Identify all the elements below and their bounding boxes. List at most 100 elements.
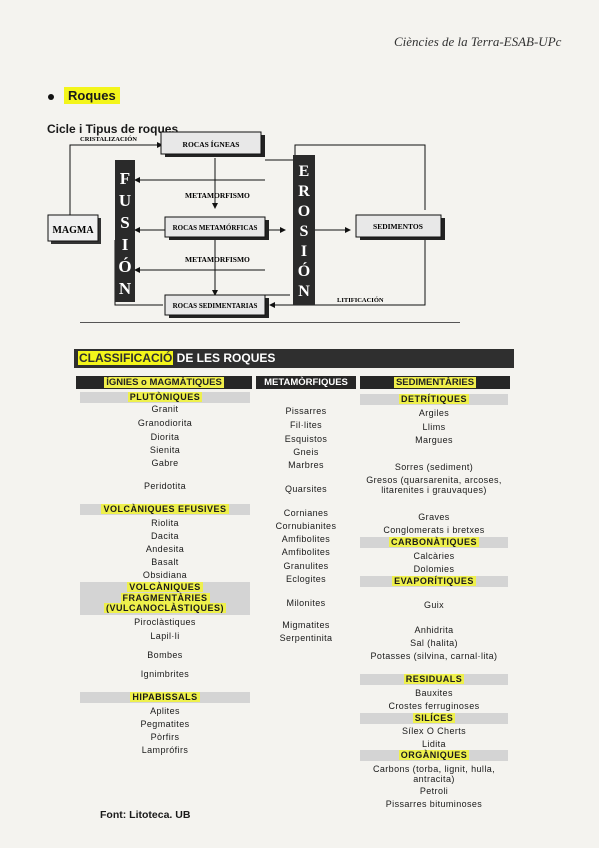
rocas-metamorficas-label: ROCAS METAMÓRFICAS bbox=[173, 224, 258, 232]
list-item: Carbons (torba, lignit, hulla, antracita… bbox=[372, 764, 496, 784]
list-item: Amfibolites bbox=[281, 547, 331, 557]
list-item: Andesita bbox=[145, 544, 185, 554]
list-item: Esquistos bbox=[284, 434, 328, 444]
evaporitiques-header: EVAPORÍTIQUES bbox=[360, 576, 508, 587]
magma-label: MAGMA bbox=[52, 225, 94, 236]
sedimentos-label: SEDIMENTOS bbox=[373, 222, 423, 231]
svg-text:I: I bbox=[122, 235, 129, 254]
classification-title: CLASSIFICACIÓ DE LES ROQUES bbox=[74, 349, 514, 368]
litificacion-label: LITIFICACIÓN bbox=[337, 296, 384, 304]
detritiques-header: DETRÍTIQUES bbox=[360, 394, 508, 405]
rocas-sedimentarias-box: ROCAS SEDIMENTARIAS bbox=[164, 294, 269, 318]
list-item: Pissarres bbox=[285, 406, 327, 416]
magma-box: MAGMA bbox=[47, 214, 101, 244]
organiques-header: ORGÀNIQUES bbox=[360, 750, 508, 761]
list-item: Dolomies bbox=[413, 564, 455, 574]
col-meta-header: METAMÒRFIQUES bbox=[256, 376, 356, 389]
fusion-bar: F U S I Ó N bbox=[115, 160, 135, 302]
sedimentos-box: SEDIMENTOS bbox=[355, 214, 445, 240]
list-item: Gabre bbox=[151, 458, 179, 468]
list-item: Quarsites bbox=[284, 484, 328, 494]
list-item: Granodiorita bbox=[137, 418, 193, 428]
metamorfismo-label-1: METAMORFISMO bbox=[185, 191, 250, 200]
list-item: Sienita bbox=[149, 445, 181, 455]
list-item: Piroclàstiques bbox=[134, 617, 196, 627]
svg-text:F: F bbox=[120, 169, 130, 188]
volcaniques-header: VOLCÀNIQUES EFUSIVES bbox=[80, 504, 250, 515]
list-item: Anhidrita bbox=[414, 625, 454, 635]
carbonatiques-header: CARBONÀTIQUES bbox=[360, 537, 508, 548]
list-item: Eclogites bbox=[285, 574, 327, 584]
list-item: Granit bbox=[151, 404, 179, 414]
source-footer: Font: Litoteca. UB bbox=[100, 809, 191, 821]
list-item: Marbres bbox=[288, 460, 324, 470]
svg-text:U: U bbox=[119, 191, 131, 210]
list-item: Dacita bbox=[151, 531, 179, 541]
list-item: Crostes ferruginoses bbox=[388, 701, 480, 711]
list-item: Riolita bbox=[151, 518, 179, 528]
rocas-sedimentarias-label: ROCAS SEDIMENTARIAS bbox=[173, 302, 258, 310]
list-item: Gresos (quarsarenita, arcoses, litarenit… bbox=[366, 475, 502, 495]
list-item: Lamprófirs bbox=[141, 745, 189, 755]
list-item: Graves bbox=[418, 512, 450, 522]
list-item: Serpentinita bbox=[279, 633, 333, 643]
erosion-bar: E R O S I Ó N bbox=[293, 155, 315, 305]
bullet-icon bbox=[48, 93, 54, 100]
list-item: Basalt bbox=[151, 557, 179, 567]
fragmentaries-header: VOLCÀNIQUES FRAGMENTÀRIES (VULCANOCLÀSTI… bbox=[80, 582, 250, 615]
hipabissals-header: HIPABISSALS bbox=[80, 692, 250, 703]
list-item: Peridotita bbox=[143, 481, 187, 491]
list-item: Sílex O Cherts bbox=[401, 726, 467, 736]
list-item: Llims bbox=[422, 422, 446, 432]
page-header: Ciències de la Terra-ESAB-UPc bbox=[394, 34, 562, 49]
list-item: Pissarres bituminoses bbox=[385, 799, 483, 809]
svg-text:I: I bbox=[301, 243, 307, 260]
list-item: Gneis bbox=[293, 447, 319, 457]
list-item: Lapil·li bbox=[150, 631, 180, 641]
list-item: Amfibolites bbox=[281, 534, 331, 544]
list-item: Diorita bbox=[150, 432, 180, 442]
list-item: Ignimbrites bbox=[140, 669, 190, 679]
list-item: Argiles bbox=[418, 408, 450, 418]
divider bbox=[80, 322, 460, 323]
list-item: Bombes bbox=[147, 650, 183, 660]
silices-header: SILÍCES bbox=[360, 713, 508, 724]
plutoniques-header: PLUTÒNIQUES bbox=[80, 392, 250, 403]
cristalizacion-label: CRISTALIZACIÓN bbox=[80, 135, 137, 143]
section-title: Roques bbox=[64, 87, 120, 104]
list-item: Sal (halita) bbox=[410, 638, 458, 648]
svg-text:O: O bbox=[298, 203, 310, 220]
list-item: Pegmatites bbox=[140, 719, 190, 729]
rocas-igneas-box: ROCAS ÍGNEAS bbox=[160, 131, 265, 157]
list-item: Migmatites bbox=[282, 620, 330, 630]
svg-text:Ó: Ó bbox=[298, 261, 310, 280]
rock-cycle-diagram: ROCAS ÍGNEAS ROCAS METAMÓRFICAS ROCAS SE… bbox=[47, 131, 445, 318]
svg-text:S: S bbox=[300, 223, 309, 240]
list-item: Potasses (silvina, carnal·lita) bbox=[370, 651, 498, 661]
svg-text:E: E bbox=[299, 163, 310, 180]
list-item: Fil·lites bbox=[289, 420, 323, 430]
col-sed-header: SEDIMENTÀRIES bbox=[360, 376, 510, 389]
list-item: Guix bbox=[423, 600, 445, 610]
list-item: Conglomerats i bretxes bbox=[383, 525, 485, 535]
list-item: Lidita bbox=[422, 739, 446, 749]
svg-text:N: N bbox=[119, 279, 132, 298]
list-item: Granulites bbox=[283, 561, 329, 571]
svg-text:N: N bbox=[298, 283, 310, 300]
svg-text:Ó: Ó bbox=[118, 257, 131, 276]
list-item: Milonites bbox=[286, 598, 326, 608]
rocas-metamorficas-box: ROCAS METAMÓRFICAS bbox=[164, 216, 269, 240]
section-bullet: Roques bbox=[48, 87, 120, 104]
list-item: Pòrfirs bbox=[150, 732, 180, 742]
rocas-igneas-label: ROCAS ÍGNEAS bbox=[183, 139, 240, 149]
cycle-title: Cicle i Tipus de roques bbox=[47, 122, 179, 136]
list-item: Margues bbox=[415, 435, 453, 445]
list-item: Bauxites bbox=[415, 688, 453, 698]
list-item: Calcàries bbox=[413, 551, 455, 561]
svg-text:R: R bbox=[298, 183, 310, 200]
residuals-header: RESIDUALS bbox=[360, 674, 508, 685]
svg-text:S: S bbox=[120, 213, 129, 232]
list-item: Sorres (sediment) bbox=[394, 462, 474, 472]
list-item: Aplites bbox=[150, 706, 180, 716]
list-item: Obsidiana bbox=[142, 570, 188, 580]
